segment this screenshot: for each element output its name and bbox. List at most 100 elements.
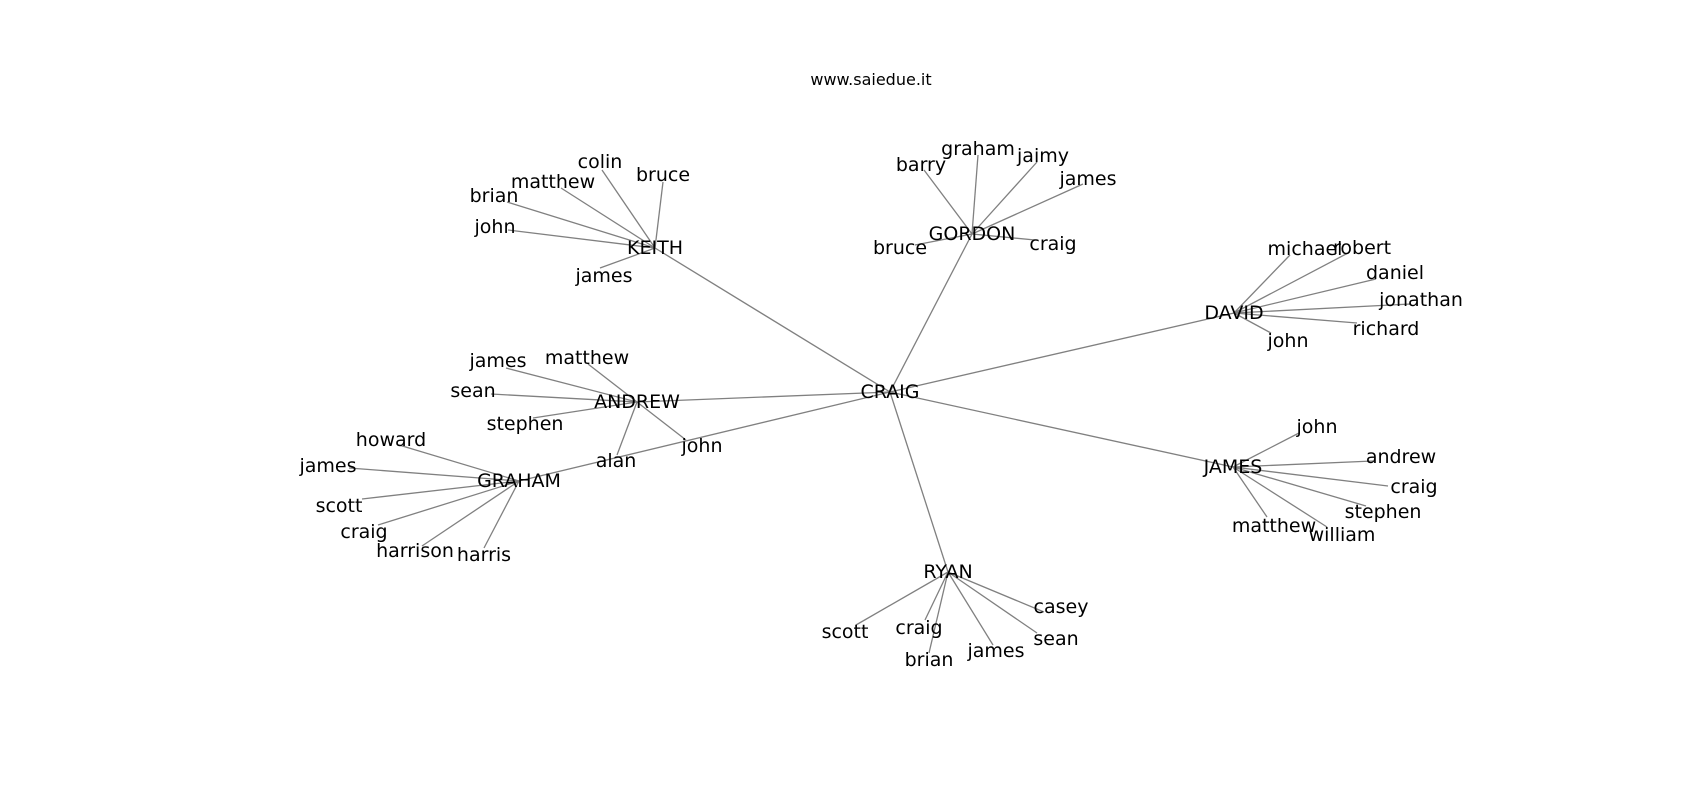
leaf-node-label: james [966,640,1024,662]
edge-keith-brian [506,201,656,249]
hub-node-label: DAVID [1204,302,1263,324]
leaf-node-label: colin [578,151,623,173]
leaf-node-label: graham [941,138,1015,160]
edge-andrew-james [505,367,638,403]
leaf-node-label: matthew [1232,515,1316,537]
hub-node-label: ANDREW [594,391,680,413]
edge-david-daniel [1233,278,1377,314]
edge-gordon-jaimy [971,161,1038,235]
edge-james-andrew [1232,460,1374,468]
edge-root-graham [518,391,891,482]
leaf-node-label: john [1296,416,1338,438]
edge-ryan-scott [855,571,949,626]
leaf-node-label: daniel [1366,262,1424,284]
leaf-node-label: craig [895,617,942,639]
root-node-label: CRAIG [860,381,919,403]
edge-graham-harrison [421,480,520,547]
edge-graham-harris [483,480,520,549]
edge-keith-james [599,247,656,269]
leaf-node-label: andrew [1366,446,1436,468]
edge-andrew-stephen [532,401,638,419]
hub-node-label: GRAHAM [477,470,561,492]
edge-david-jonathan [1233,303,1412,314]
edge-root-james [889,391,1234,468]
edge-gordon-graham [971,154,979,235]
leaf-node-label: alan [596,450,637,472]
edge-david-john [1233,312,1272,334]
leaf-node-label: howard [356,429,426,451]
leaf-node-label: brian [905,649,954,671]
edge-james-john [1232,432,1300,468]
edge-gordon-barry [923,169,973,235]
edge-james-stephen [1232,466,1367,507]
edge-andrew-john [636,401,687,441]
leaf-node-label: scott [316,495,363,517]
leaf-node-label: barry [896,154,946,176]
edge-ryan-sean [947,571,1038,634]
site-caption: www.saiedue.it [810,70,932,89]
edge-root-ryan [889,391,949,573]
leaf-node-label: michael [1268,238,1343,260]
leaf-node-label: scott [822,621,869,643]
edge-root-gordon [889,233,973,393]
leaf-node-label: jonathan [1378,289,1463,311]
edge-root-keith [654,247,891,393]
edge-graham-craig [377,480,520,526]
edge-andrew-matthew [587,363,638,403]
leaf-node-label: craig [340,521,387,543]
edge-gordon-craig [971,233,1036,241]
edge-james-craig [1232,466,1389,487]
edge-keith-john [507,229,656,249]
leaf-node-label: sean [450,380,495,402]
edge-root-david [889,312,1235,393]
edge-gordon-james [971,183,1084,235]
edge-ryan-james [947,571,994,646]
leaf-node-label: craig [1390,476,1437,498]
edge-james-william [1232,466,1328,528]
leaf-node-label: william [1309,524,1376,546]
leaf-node-label: jaimy [1016,145,1069,167]
edge-keith-matthew [560,187,656,249]
edge-ryan-craig [924,571,949,621]
edge-graham-howard [398,444,520,482]
graph-labels: CRAIGKEITHcolinbrucematthewbrianjohnjame… [298,138,1462,671]
edge-keith-bruce [654,181,664,249]
edge-david-richard [1233,312,1358,324]
leaf-node-label: bruce [636,164,690,186]
leaf-node-label: james [468,350,526,372]
leaf-node-label: matthew [511,171,595,193]
leaf-node-label: casey [1034,596,1089,618]
edge-andrew-alan [616,401,638,456]
leaf-node-label: bruce [873,237,927,259]
edge-keith-colin [601,169,656,249]
edge-gordon-bruce [914,233,973,246]
graph-edges [348,154,1412,654]
leaf-node-label: sean [1033,628,1078,650]
leaf-node-label: james [574,265,632,287]
leaf-node-label: robert [1333,237,1391,259]
edge-root-andrew [636,391,891,403]
edge-graham-james [348,467,520,482]
leaf-node-label: james [298,455,356,477]
leaf-node-label: harris [457,544,511,566]
hub-node-label: GORDON [929,223,1016,245]
edge-andrew-sean [490,393,638,403]
leaf-node-label: matthew [545,347,629,369]
edge-ryan-brian [928,571,949,654]
leaf-node-label: stephen [1345,501,1422,523]
leaf-node-label: brian [470,185,519,207]
edge-david-michael [1233,254,1291,314]
leaf-node-label: john [474,216,516,238]
edge-ryan-casey [947,571,1045,613]
leaf-node-label: john [1267,330,1309,352]
leaf-node-label: james [1058,168,1116,190]
leaf-node-label: stephen [487,413,564,435]
hub-node-label: RYAN [923,561,972,583]
edge-david-robert [1233,252,1349,314]
edge-james-matthew [1232,466,1268,518]
leaf-node-label: craig [1029,233,1076,255]
edge-graham-scott [361,480,520,500]
leaf-node-label: harrison [376,540,454,562]
leaf-node-label: john [681,435,723,457]
